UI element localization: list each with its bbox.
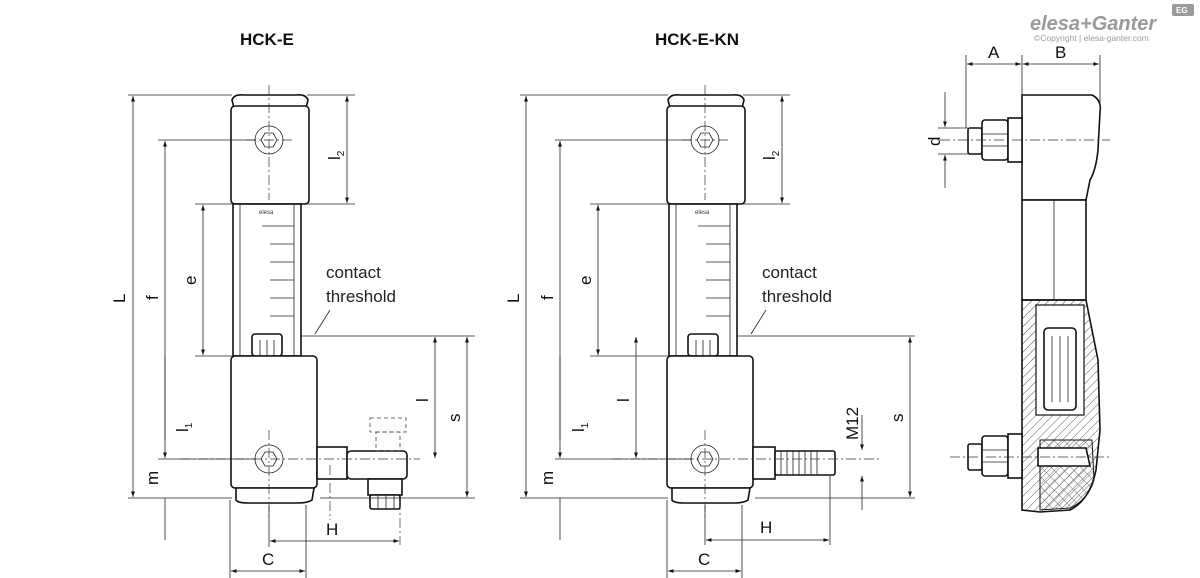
dim-s: s xyxy=(445,414,464,423)
dim-H: H xyxy=(326,520,338,539)
contact-threshold-note-line1: contact xyxy=(762,263,817,282)
contact-threshold-note-line1: contact xyxy=(326,263,381,282)
top-cap xyxy=(231,94,309,109)
view-side-section: A B d xyxy=(925,43,1112,513)
dim-l1: l1 xyxy=(173,422,195,432)
brand-name: elesa+Ganter xyxy=(1030,13,1157,35)
dim-H: H xyxy=(760,518,772,537)
dim-A: A xyxy=(988,43,1000,62)
dim-l2: l2 xyxy=(325,150,347,160)
switch-housing xyxy=(752,446,776,480)
level-scale xyxy=(698,225,730,317)
body-marking: elesa xyxy=(695,210,710,216)
body-marking: elesa xyxy=(259,210,274,216)
side-bottom-washer xyxy=(1007,433,1023,479)
dim-e: e xyxy=(576,276,595,285)
view-hck-e: HCK-E elesa xyxy=(110,30,475,578)
dim-f: f xyxy=(143,295,162,300)
brand-badge-text: EG xyxy=(1176,6,1188,15)
connector-plug xyxy=(369,494,401,510)
copyright-text: ©Copyright | elesa-ganter.com xyxy=(1034,33,1149,43)
view-hck-e-kn: HCK-E-KN elesa xyxy=(504,30,915,578)
view-title-hck-e-kn: HCK-E-KN xyxy=(655,30,739,49)
dim-s: s xyxy=(888,414,907,423)
dim-L: L xyxy=(504,294,523,303)
bottom-block xyxy=(230,355,318,489)
brand-badge xyxy=(1172,4,1194,16)
level-scale xyxy=(262,225,294,317)
dim-f: f xyxy=(538,295,557,300)
top-block xyxy=(666,105,746,205)
top-block xyxy=(230,105,310,205)
dim-C: C xyxy=(262,550,274,569)
dim-M12: M12 xyxy=(843,407,862,440)
side-bottom-nut xyxy=(981,435,1009,477)
dim-l1: l1 xyxy=(569,422,591,432)
thread-marks xyxy=(780,451,818,475)
dim-e: e xyxy=(181,276,200,285)
side-top-head xyxy=(1021,94,1102,201)
switch-housing xyxy=(316,446,348,480)
top-cap xyxy=(667,94,745,109)
view-title-hck-e: HCK-E xyxy=(240,30,294,49)
switch-neck xyxy=(367,478,403,496)
dim-l: l xyxy=(614,398,633,402)
switch-body xyxy=(346,450,408,480)
dim-l: l xyxy=(413,398,432,402)
contact-threshold-note-line2: threshold xyxy=(326,287,396,306)
bottom-cap xyxy=(671,487,751,504)
brand-logo: elesa+Ganter EG ©Copyright | elesa-gante… xyxy=(1030,4,1194,43)
dim-m: m xyxy=(143,471,162,485)
bottom-cap xyxy=(235,487,315,504)
dim-d: d xyxy=(925,137,944,146)
bottom-block xyxy=(666,355,754,489)
dim-L: L xyxy=(110,294,129,303)
dim-C: C xyxy=(698,550,710,569)
contact-threshold-note-line2: threshold xyxy=(762,287,832,306)
dim-l2: l2 xyxy=(760,150,782,160)
dim-B: B xyxy=(1055,43,1066,62)
side-top-nipple xyxy=(967,127,983,155)
dim-m: m xyxy=(538,471,557,485)
connector-hidden xyxy=(369,417,407,433)
